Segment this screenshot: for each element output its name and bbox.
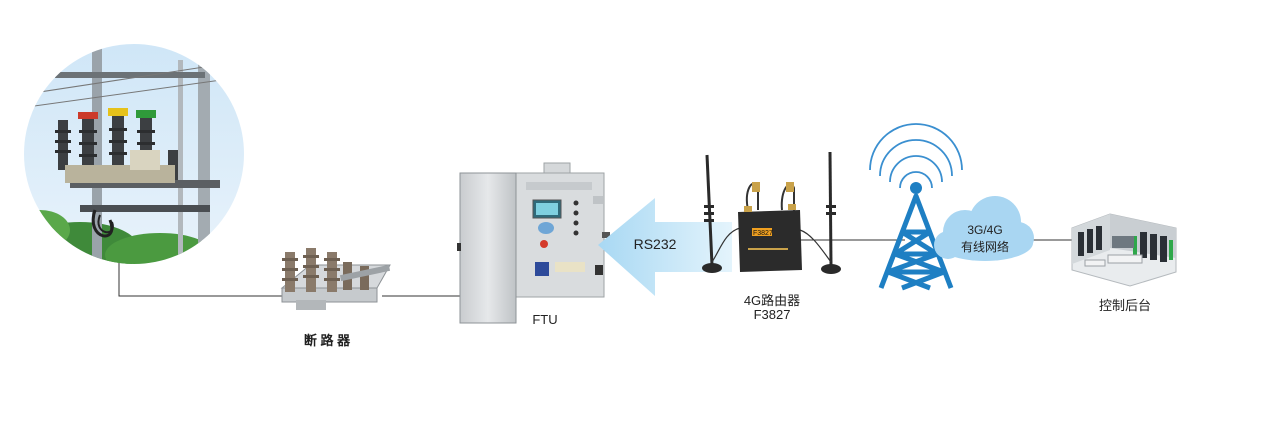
backend-label: 控制后台 [1098, 298, 1151, 313]
cloud-label-line1: 3G/4G [967, 223, 1003, 237]
line-photo-to-breaker [118, 262, 282, 297]
cell-tower-icon [878, 182, 954, 291]
router-device: F3827 [702, 151, 841, 274]
ftu-label: FTU [532, 312, 558, 327]
signal-waves-icon [869, 123, 963, 189]
ftu-cabinet [457, 162, 610, 324]
breaker-label: 断 路 器 [303, 333, 351, 348]
control-room-image [1071, 213, 1177, 287]
router-label-line2: F3827 [753, 307, 791, 322]
rs232-arrow [598, 198, 732, 296]
connection-lines [118, 239, 1072, 297]
pole-breaker-photo [24, 44, 244, 264]
cloud-label-line2: 有线网络 [960, 240, 1009, 254]
breaker-device [280, 248, 391, 310]
router-screen-text: F3827 [753, 230, 773, 237]
router-label-line1: 4G路由器 [743, 293, 801, 308]
network-cloud-icon [934, 196, 1034, 261]
rs232-label: RS232 [633, 236, 677, 252]
